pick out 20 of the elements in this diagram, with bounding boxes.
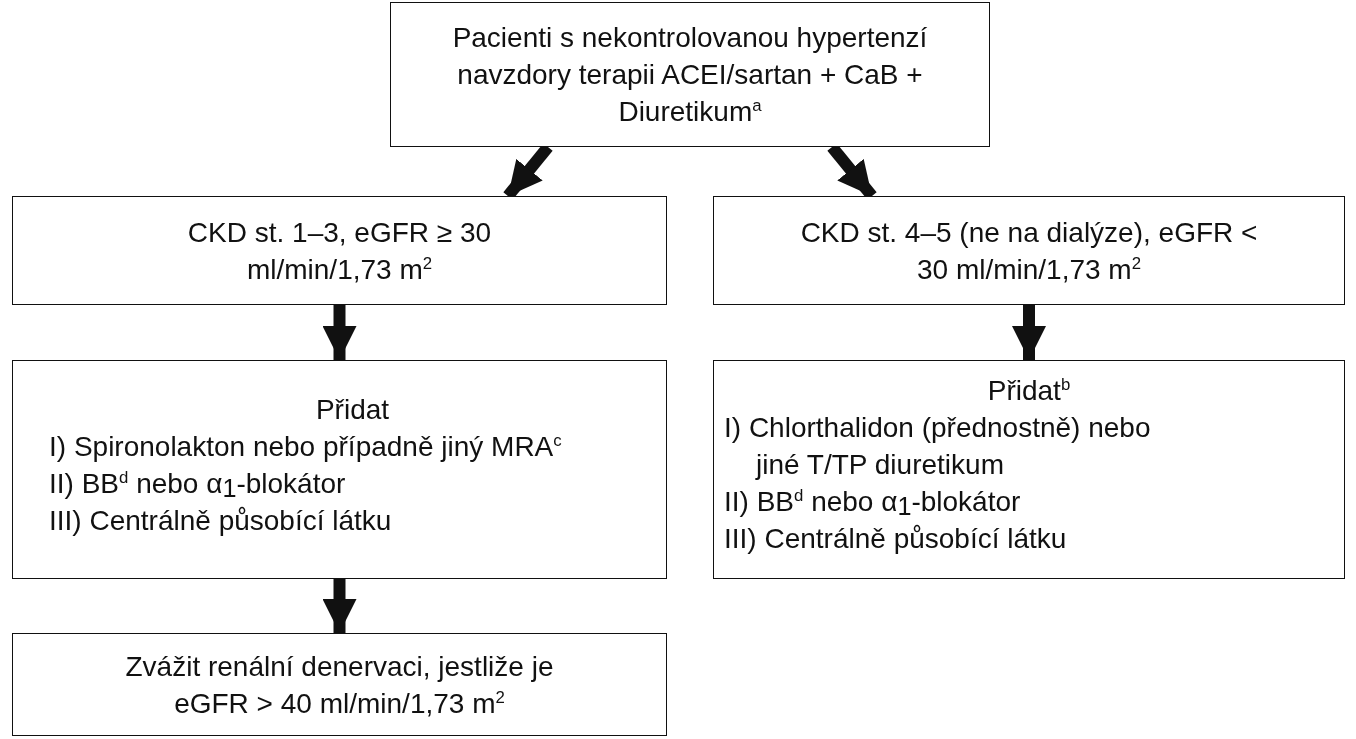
box-text: CKD st. 4–5 (ne na dialýze), eGFR < 30 ml/min/1,73 m$^{2}$ (799, 215, 1259, 287)
process-box (12, 360, 667, 579)
list-item: II) BB$^{d}$ nebo α$_{1}$-blokátor (49, 466, 347, 502)
list-item: II) BB$^{d}$ nebo α$_{1}$-blokátor (724, 484, 1022, 520)
process-box (713, 196, 1345, 305)
list-heading: Přidat (314, 392, 391, 427)
process-box (390, 2, 990, 147)
list-item: III) Centrálně působící látku (49, 503, 393, 538)
list-item: I) Spironolakton nebo případně jiný MRA$^{c}$ (49, 429, 563, 464)
process-box (12, 196, 667, 305)
block-arrow (1012, 305, 1046, 360)
box-text: Pacienti s nekontrolovanou hypertenzí navzdory terapii ACEI/sartan + CaB + Diuretikum$^{a}$ (451, 21, 929, 129)
list-item: III) Centrálně působící látku (724, 522, 1068, 556)
process-box (713, 360, 1345, 579)
block-arrow (322, 579, 357, 633)
box-text: Zvážit renální denervaci, jestliže je eGFR > 40 ml/min/1,73 m$^{2}$ (124, 649, 555, 721)
process-box (12, 633, 667, 736)
list-heading: Přidat$^{b}$ (986, 373, 1072, 408)
box-text: CKD st. 1–3, eGFR ≥ 30 ml/min/1,73 m$^{2}$ (186, 215, 493, 287)
block-arrow (322, 305, 357, 360)
